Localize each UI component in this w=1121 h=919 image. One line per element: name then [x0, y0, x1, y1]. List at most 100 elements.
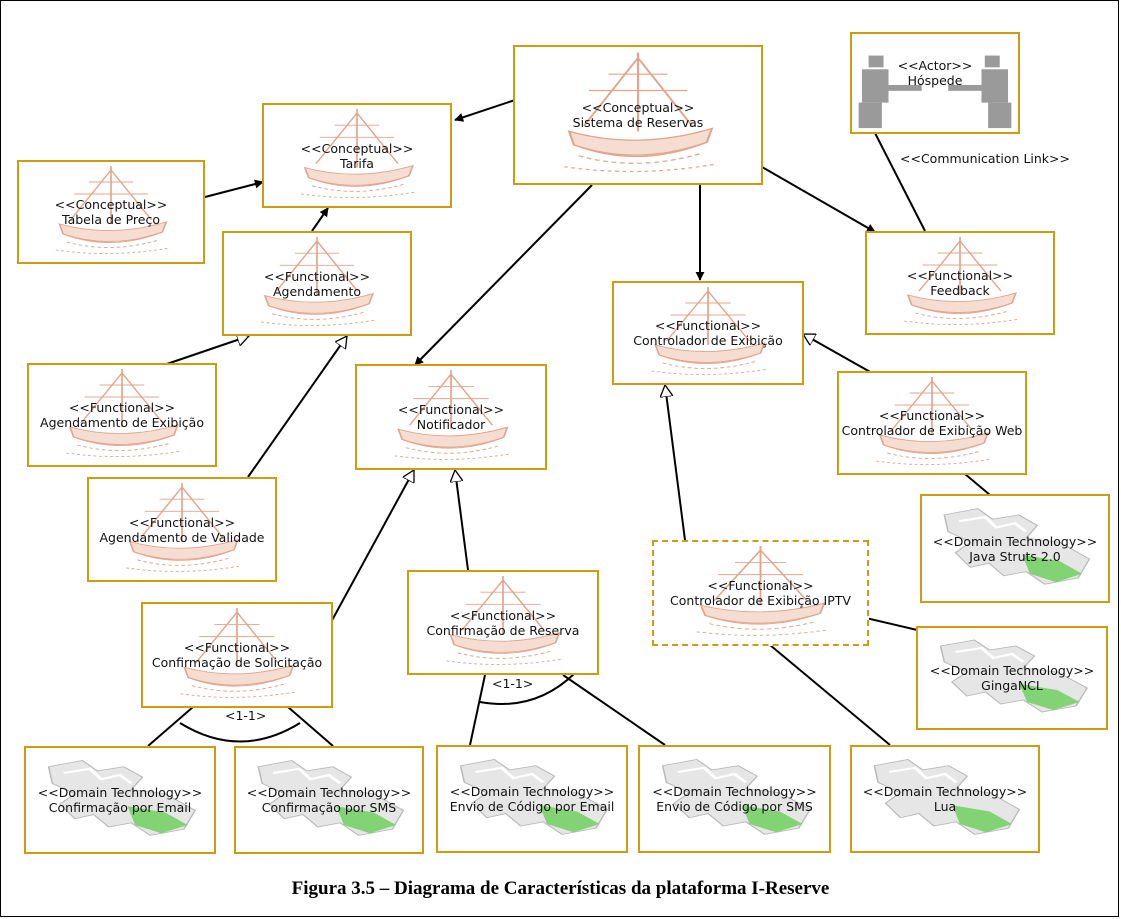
link-sistema-tarifa [454, 99, 516, 122]
node-name: Controlador de Exibição Web [841, 423, 1023, 438]
node-name: Tabela de Preço [62, 212, 160, 227]
ship-icon [180, 608, 298, 698]
node-name: Controlador de Exibição IPTV [670, 593, 851, 608]
node-name: Confirmação por Email [48, 800, 192, 815]
link-reserva-notificador [455, 470, 469, 571]
link-solic-sms [287, 706, 334, 747]
node-controlador-de-exibicao-iptv[interactable]: <<Functional>>Controlador de Exibição IP… [652, 540, 869, 646]
node-stereotype: <<Functional>> [68, 400, 176, 415]
link-iptv-lua [769, 644, 891, 746]
puzzle-icon [459, 758, 609, 835]
puzzle-icon [257, 759, 405, 836]
ship-icon [446, 576, 564, 665]
node-name: Lua [933, 799, 957, 814]
node-stereotype: <<Functional>> [707, 578, 814, 593]
node-stereotype: <<Functional>> [128, 514, 236, 530]
node-tarifa[interactable]: <<Conceptual>>Tarifa [262, 103, 452, 208]
ship-icon [903, 237, 1020, 325]
ship-icon [875, 377, 992, 465]
link-agval-agendamento [247, 336, 348, 478]
node-envio-de-codigo-por-sms[interactable]: <<Domain Technology>>Envio de Código por… [638, 745, 831, 853]
link-ctrlweb-java [964, 473, 991, 496]
node-name: Controlador de Exibição [633, 333, 783, 348]
node-stereotype: <<Functional>> [654, 318, 762, 333]
node-name: Agendamento de Validade [99, 529, 265, 545]
node-tabela-de-preco[interactable]: <<Conceptual>>Tabela de Preço [17, 160, 205, 264]
node-stereotype: <<Domain Technology>> [246, 785, 412, 800]
node-stereotype: <<Domain Technology>> [929, 663, 1095, 678]
node-name: Sistema de Reservas [572, 115, 704, 130]
node-envio-de-codigo-por-email[interactable]: <<Domain Technology>>Envio de Código por… [436, 745, 628, 853]
node-lua[interactable]: <<Domain Technology>>Lua [850, 745, 1040, 853]
group-arc-left [179, 722, 301, 743]
link-tabela-tarifa [204, 179, 264, 198]
group-label-right: <1-1> [492, 676, 534, 691]
node-name: Confirmação de Reserva [426, 622, 580, 638]
node-confirmacao-por-email[interactable]: <<Domain Technology>>Confirmação por Ema… [24, 746, 216, 854]
node-agendamento-de-exibicao[interactable]: <<Functional>>Agendamento de Exibição [27, 363, 217, 467]
figure-caption: Figura 3.5 – Diagrama de Características… [291, 878, 830, 899]
node-sistema-de-reservas[interactable]: <<Conceptual>>Sistema de Reservas [513, 45, 763, 185]
ship-icon [260, 237, 377, 326]
node-stereotype: <<Functional>> [449, 607, 557, 623]
link-reserva-envsms [562, 674, 666, 746]
node-feedback[interactable]: <<Functional>>Feedback [865, 231, 1055, 335]
puzzle-icon [873, 758, 1021, 835]
link-ctrlweb-controlador [803, 333, 873, 374]
link-sistema-feedback [761, 166, 876, 233]
ship-icon [125, 483, 242, 572]
ship-icon [651, 287, 769, 375]
node-name: Confirmação de Solicitação [151, 655, 323, 670]
node-stereotype: <<Conceptual>> [581, 100, 695, 115]
node-ginganc[interactable]: <<Domain Technology>>GingaNCL [916, 626, 1108, 730]
node-name: Notificador [416, 417, 486, 432]
node-controlador-de-exibicao-web[interactable]: <<Functional>>Controlador de Exibição We… [837, 371, 1027, 475]
node-controlador-de-exibicao[interactable]: <<Functional>>Controlador de Exibição [612, 281, 804, 385]
link-sistema-notificador [414, 184, 593, 366]
node-hospede[interactable]: <<Actor>>Hóspede [850, 32, 1020, 134]
ship-icon [696, 546, 829, 636]
node-confirmacao-de-reserva[interactable]: <<Functional>>Confirmação de Reserva [407, 570, 599, 675]
puzzle-icon [943, 508, 1091, 585]
node-name: Java Struts 2.0 [969, 548, 1061, 564]
puzzle-icon [47, 759, 197, 836]
node-stereotype: <<Conceptual>> [300, 140, 414, 156]
link-agendamento-tarifa [311, 207, 329, 232]
ship-icon [55, 166, 171, 254]
node-stereotype: <<Functional>> [397, 402, 505, 417]
group-label-left: <1-1> [225, 708, 267, 723]
link-solic-notificador [329, 470, 415, 625]
node-confirmacao-de-solicitacao[interactable]: <<Functional>>Confirmação de Solicitação [141, 602, 333, 708]
link-agexib-agendamento [157, 336, 249, 368]
node-agendamento[interactable]: <<Functional>>Agendamento [222, 231, 412, 336]
node-name: Envio de Código por SMS [656, 799, 813, 814]
node-name: Confirmação por SMS [261, 800, 397, 815]
node-confirmacao-por-sms[interactable]: <<Domain Technology>>Confirmação por SMS [234, 746, 424, 854]
node-name: Envio de Código por Email [449, 799, 615, 814]
node-stereotype: <<Domain Technology>> [449, 784, 615, 799]
node-stereotype: <<Functional>> [906, 268, 1014, 283]
node-name: Agendamento de Exibição [40, 415, 204, 430]
node-name: Hóspede [907, 73, 963, 89]
puzzle-icon [939, 639, 1089, 713]
node-notificador[interactable]: <<Functional>>Notificador [355, 364, 547, 470]
communication-link-label: <<Communication Link>> [900, 151, 1070, 166]
actor-icon [858, 55, 1012, 129]
ship-icon [563, 52, 718, 173]
link-iptv-controlador [665, 385, 686, 541]
node-stereotype: <<Conceptual>> [54, 197, 168, 212]
link-hospede-feedback [874, 132, 926, 232]
node-stereotype: <<Domain Technology>> [932, 533, 1098, 549]
group-arc-right [479, 672, 576, 706]
node-stereotype: <<Domain Technology>> [652, 784, 817, 799]
node-stereotype: <<Actor>> [897, 58, 973, 74]
node-name: Agendamento [272, 283, 362, 299]
node-stereotype: <<Domain Technology>> [862, 784, 1028, 799]
node-name: GingaNCL [981, 678, 1043, 693]
node-java-struts[interactable]: <<Domain Technology>>Java Struts 2.0 [920, 494, 1110, 603]
ship-icon [300, 109, 417, 198]
ship-icon [65, 369, 182, 457]
link-reserva-envemail [469, 674, 486, 746]
node-agendamento-de-validade[interactable]: <<Functional>>Agendamento de Validade [87, 477, 277, 582]
